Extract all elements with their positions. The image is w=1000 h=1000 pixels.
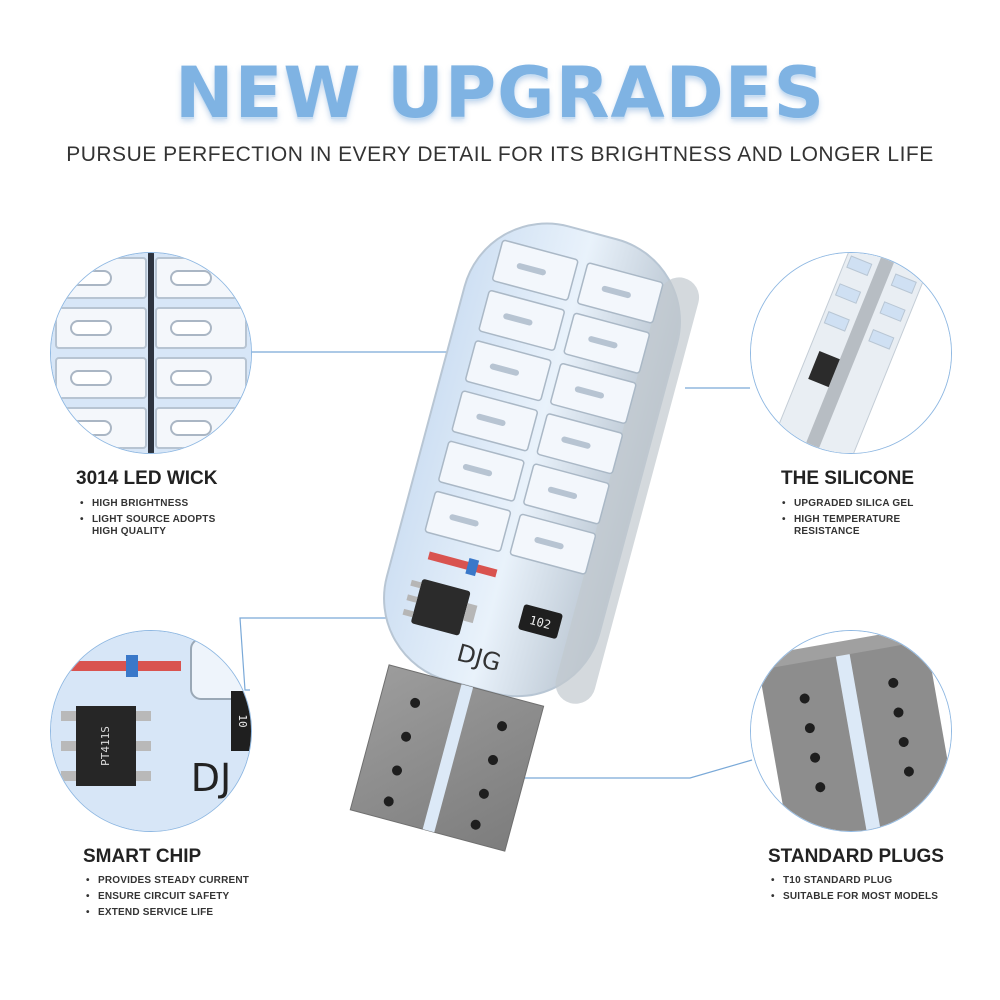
bullet-led-0: HIGH BRIGHTNESS [80,498,215,510]
connector-chip [239,617,430,691]
callout-brand: DJ [191,756,231,800]
callout-smart-chip: PT411S 10 DJ [50,630,252,832]
feature-bullets-led: HIGH BRIGHTNESS LIGHT SOURCE ADOPTS HIGH… [80,498,215,542]
feature-title-plugs: STANDARD PLUGS [768,846,944,867]
bullet-led-2: HIGH QUALITY [92,526,167,537]
callout-standard-plugs [750,630,952,832]
bullet-plugs-0: T10 STANDARD PLUG [771,875,938,887]
page-subtitle: PURSUE PERFECTION IN EVERY DETAIL FOR IT… [66,143,934,166]
feature-title-silicone: THE SILICONE [781,468,915,489]
feature-bullets-chip: PROVIDES STEADY CURRENT ENSURE CIRCUIT S… [86,875,249,923]
feature-title-led: 3014 LED WICK [76,468,218,489]
callout-silicone [750,252,952,454]
callout-led-wick [50,252,252,454]
bullet-chip-0: PROVIDES STEADY CURRENT [86,875,249,887]
resistor [518,604,563,639]
bullet-silicone-0: UPGRADED SILICA GEL [782,498,914,510]
smart-chip [411,579,471,636]
page-title: NEW UPGRADES [175,52,825,134]
bullet-chip-1: ENSURE CIRCUIT SAFETY [86,891,249,903]
bullet-plugs-1: SUITABLE FOR MOST MODELS [771,891,938,903]
feature-title-chip: SMART CHIP [83,846,202,867]
bullet-silicone-1: HIGH TEMPERATURE [782,514,914,526]
feature-bullets-silicone: UPGRADED SILICA GEL HIGH TEMPERATURE RES… [782,498,914,542]
bullet-silicone-2: RESISTANCE [794,526,860,537]
bullet-led-1: LIGHT SOURCE ADOPTS [80,514,215,526]
feature-bullets-plugs: T10 STANDARD PLUG SUITABLE FOR MOST MODE… [771,875,938,907]
callout-resistor-code: 10 [236,714,249,727]
callout-chip-code: PT411S [99,726,112,766]
resistor-code: 102 [528,613,553,632]
bullet-chip-2: EXTEND SERVICE LIFE [86,907,249,919]
